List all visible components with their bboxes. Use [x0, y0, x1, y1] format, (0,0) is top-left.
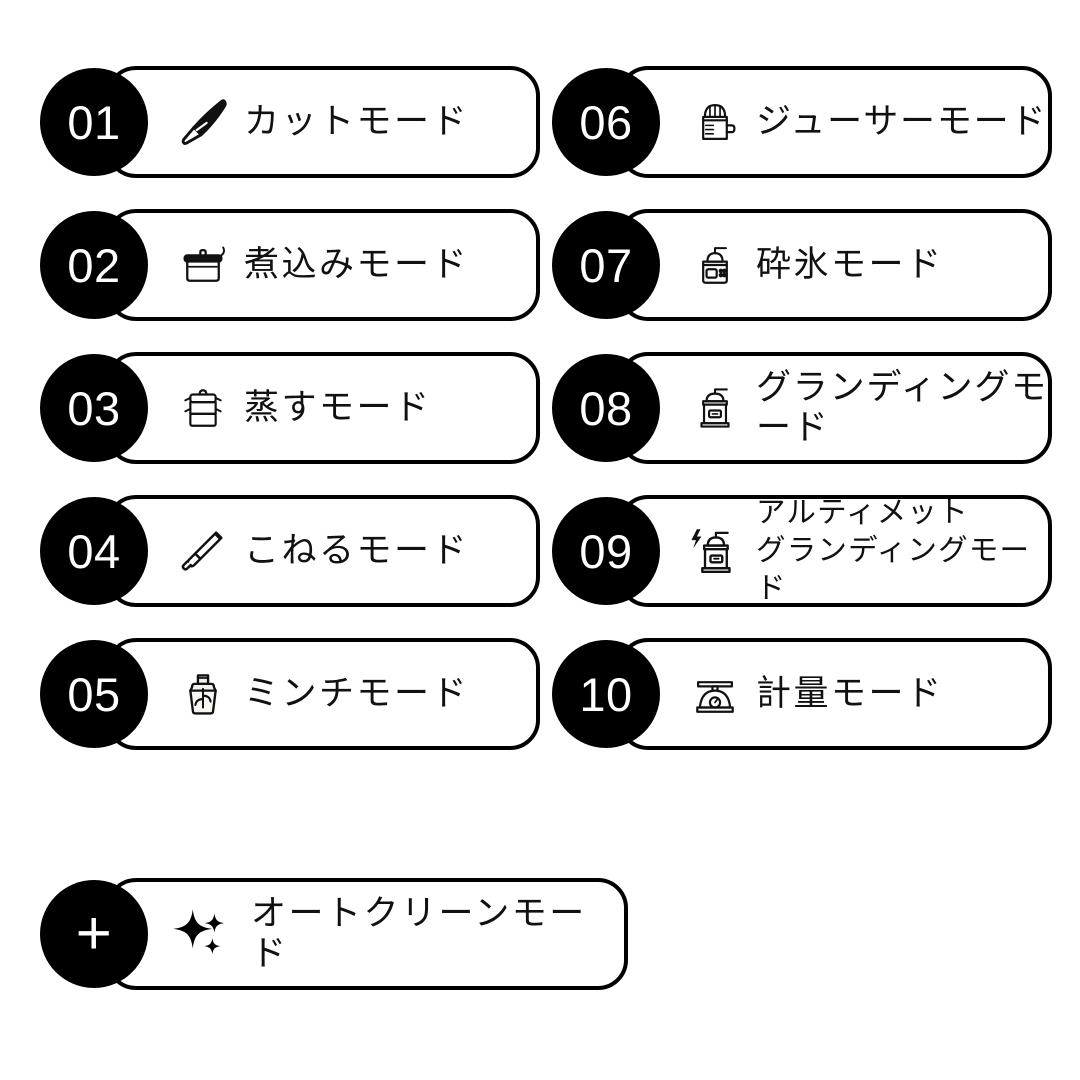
mode-item-auto-clean[interactable]: オートクリーンモード +: [40, 878, 628, 990]
mode-item-06[interactable]: ジューサーモード 06: [552, 66, 1052, 178]
mode-item-01[interactable]: カットモード 01: [40, 66, 540, 178]
pot-icon: [172, 234, 234, 296]
mode-pill-auto-clean[interactable]: オートクリーンモード: [106, 878, 628, 990]
mode-item-03[interactable]: 蒸すモード 03: [40, 352, 540, 464]
mode-label-01: カットモード: [244, 101, 470, 141]
mode-pill-06[interactable]: ジューサーモード: [618, 66, 1052, 178]
mode-pill-07[interactable]: 砕氷モード: [618, 209, 1052, 321]
mode-number-badge-09: 09: [552, 497, 660, 605]
mode-number-badge-plus: +: [40, 880, 148, 988]
mode-pill-10[interactable]: 計量モード: [618, 638, 1052, 750]
mode-label-03: 蒸すモード: [244, 387, 432, 427]
mode-item-09[interactable]: アルティメット グランディングモード 09: [552, 495, 1052, 607]
mode-pill-05[interactable]: ミンチモード: [106, 638, 540, 750]
mode-number-badge-01: 01: [40, 68, 148, 176]
steamer-icon: [172, 377, 234, 439]
mode-label-10: 計量モード: [756, 673, 944, 713]
mode-label-04: こねるモード: [244, 530, 470, 570]
food-chopper-icon: [172, 663, 234, 725]
mode-number-badge-05: 05: [40, 640, 148, 748]
mode-number-badge-03: 03: [40, 354, 148, 462]
mode-number-badge-06: 06: [552, 68, 660, 176]
mode-number-badge-04: 04: [40, 497, 148, 605]
mode-pill-09[interactable]: アルティメット グランディングモード: [618, 495, 1052, 607]
mode-pill-08[interactable]: グランディングモード: [618, 352, 1052, 464]
mode-number-badge-02: 02: [40, 211, 148, 319]
ultimate-grinder-icon: [684, 520, 746, 582]
mode-pill-01[interactable]: カットモード: [106, 66, 540, 178]
mode-number-badge-10: 10: [552, 640, 660, 748]
mode-label-02: 煮込みモード: [244, 244, 470, 284]
mode-label-08: グランディングモード: [756, 367, 1048, 447]
kitchen-scale-icon: [684, 663, 746, 725]
mode-pill-04[interactable]: こねるモード: [106, 495, 540, 607]
sparkles-icon: [165, 903, 237, 965]
mode-item-04[interactable]: こねるモード 04: [40, 495, 540, 607]
mode-column-left: カットモード 01 煮込みモード 02: [40, 66, 540, 781]
juicer-icon: [684, 91, 746, 153]
knife-icon: [172, 91, 234, 153]
mode-label-09: アルティメット グランディングモード: [756, 496, 1031, 605]
mode-pill-02[interactable]: 煮込みモード: [106, 209, 540, 321]
mode-number-badge-07: 07: [552, 211, 660, 319]
mode-label-06: ジューサーモード: [756, 101, 1048, 141]
mode-pill-03[interactable]: 蒸すモード: [106, 352, 540, 464]
coffee-grinder-icon: [684, 377, 746, 439]
mode-column-right: ジューサーモード 06: [552, 66, 1052, 781]
mode-number-badge-08: 08: [552, 354, 660, 462]
rolling-pin-icon: [172, 520, 234, 582]
mode-item-08[interactable]: グランディングモード 08: [552, 352, 1052, 464]
mode-item-07[interactable]: 砕氷モード 07: [552, 209, 1052, 321]
mode-label-auto-clean: オートクリーンモード: [251, 893, 587, 973]
mode-item-10[interactable]: 計量モード 10: [552, 638, 1052, 750]
mode-item-05[interactable]: ミンチモード 05: [40, 638, 540, 750]
mode-label-05: ミンチモード: [244, 673, 470, 713]
mode-label-07: 砕氷モード: [756, 244, 944, 284]
mode-item-02[interactable]: 煮込みモード 02: [40, 209, 540, 321]
ice-crusher-icon: [684, 234, 746, 296]
